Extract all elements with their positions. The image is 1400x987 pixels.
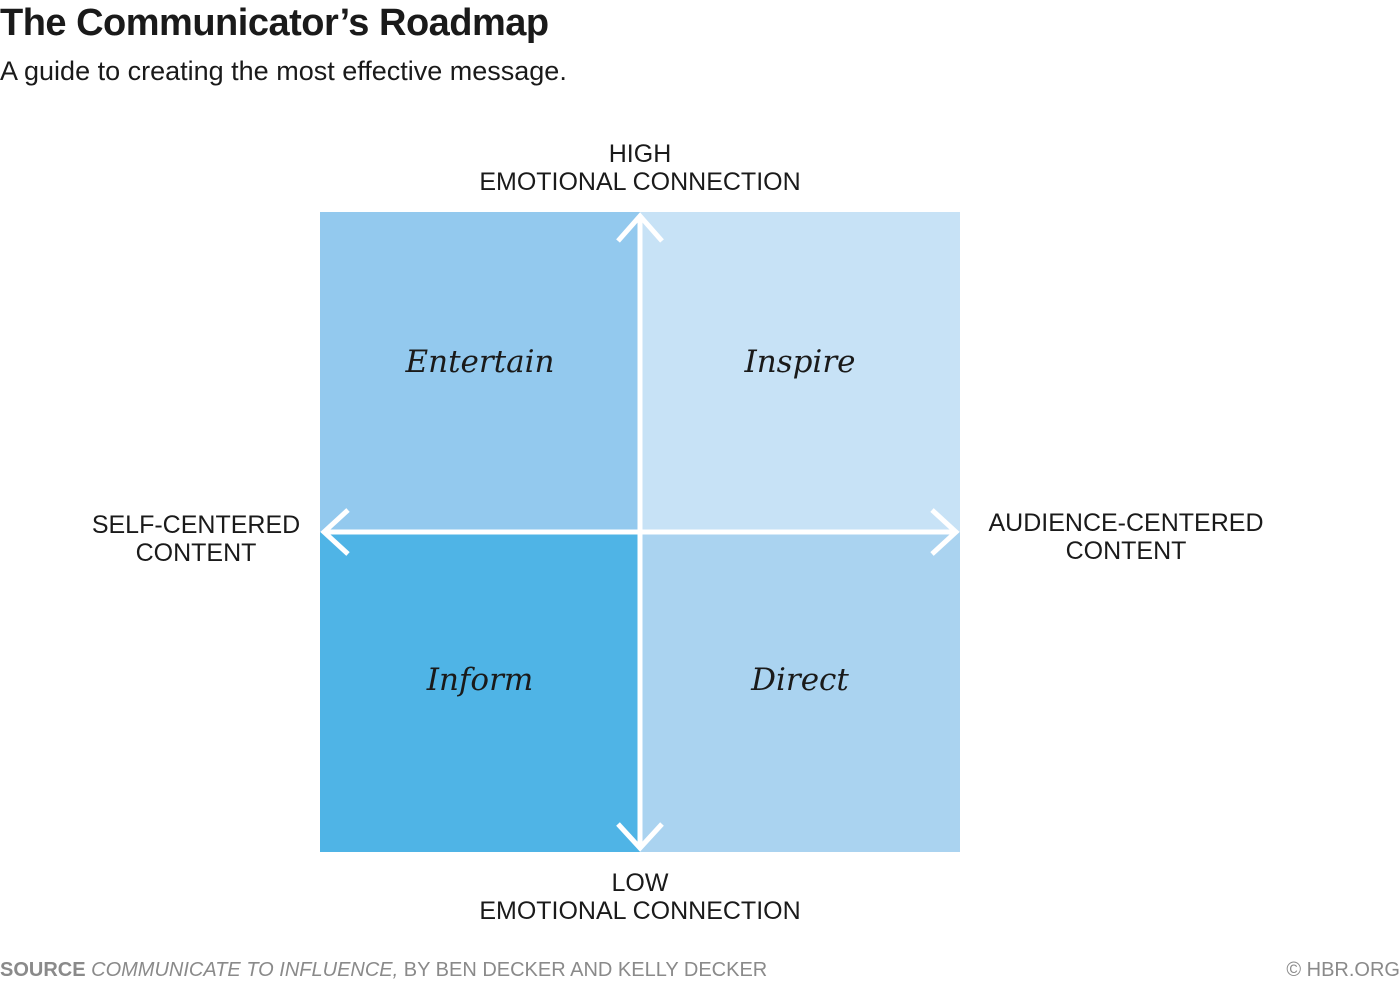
axis-label-left-line2: CONTENT: [135, 539, 257, 567]
axis-label-top-line1: HIGH: [608, 140, 672, 168]
source-book-title: COMMUNICATE TO INFLUENCE,: [91, 959, 399, 981]
source-citation: SOURCE COMMUNICATE TO INFLUENCE, BY BEN …: [0, 959, 767, 982]
quadrant-entertain: Entertain: [320, 212, 640, 532]
source-authors: BY BEN DECKER AND KELLY DECKER: [403, 959, 768, 981]
quadrant-label-entertain: Entertain: [405, 344, 555, 380]
copyright-notice: © HBR.ORG: [1286, 959, 1400, 981]
quadrant-label-inspire: Inspire: [744, 344, 856, 380]
page-title: The Communicator’s Roadmap: [0, 2, 549, 44]
axis-label-right-line2: CONTENT: [1065, 537, 1187, 565]
quadrant-inspire: Inspire: [640, 212, 960, 532]
quadrant-label-inform: Inform: [426, 662, 534, 698]
quadrant-direct: Direct: [640, 532, 960, 852]
axis-label-right-line1: AUDIENCE-CENTERED: [988, 509, 1264, 537]
quadrant-inform: Inform: [320, 532, 640, 852]
axis-label-left-line1: SELF-CENTERED: [91, 511, 301, 539]
axis-label-bottom-line1: LOW: [611, 869, 669, 897]
axis-label-bottom: LOW EMOTIONAL CONNECTION: [440, 869, 840, 925]
axis-label-bottom-line2: EMOTIONAL CONNECTION: [479, 897, 801, 925]
page-subtitle: A guide to creating the most effective m…: [0, 56, 567, 86]
axis-label-top-line2: EMOTIONAL CONNECTION: [479, 168, 801, 196]
axis-label-top: HIGH EMOTIONAL CONNECTION: [440, 140, 840, 196]
source-tag: SOURCE: [0, 959, 86, 981]
axis-label-left: SELF-CENTERED CONTENT: [60, 511, 332, 567]
axis-label-right: AUDIENCE-CENTERED CONTENT: [962, 509, 1290, 565]
quadrant-label-direct: Direct: [751, 662, 849, 698]
